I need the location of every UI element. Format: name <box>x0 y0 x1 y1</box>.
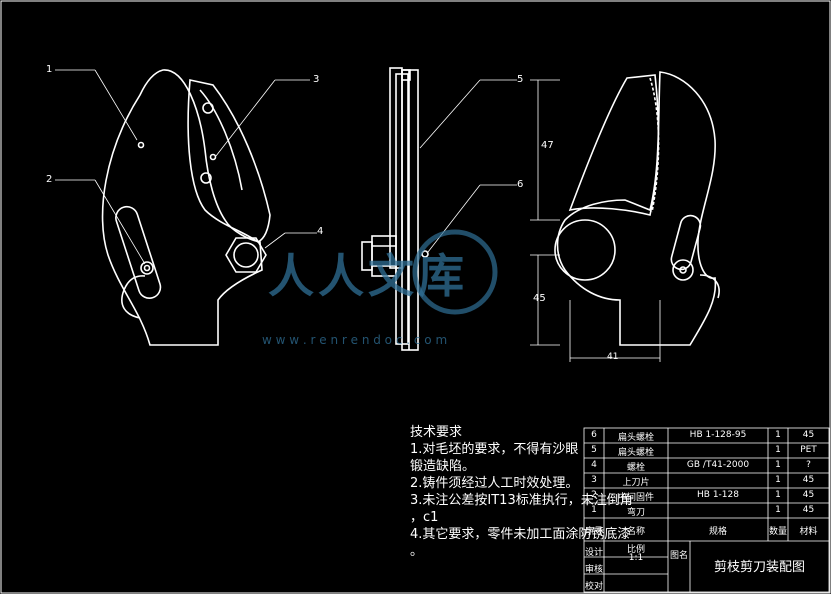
lower-blade-outline <box>101 69 263 346</box>
drawing-title: 剪枝剪刀装配图 <box>713 560 805 575</box>
pivot-pin <box>140 261 154 275</box>
title-block-grid <box>583 427 830 593</box>
bom-name: 扁头螺栓 <box>617 433 654 443</box>
bom-name: 螺栓 <box>626 463 645 473</box>
upper-blade-outline <box>187 79 271 243</box>
tb-drawing-label: 图名 <box>669 551 688 561</box>
tb-scale-label: 比例 <box>626 545 645 555</box>
balloon-5: 5 <box>517 74 524 85</box>
notes-heading: 技术要求 <box>410 425 463 440</box>
watermark-text: 人人文库 <box>268 249 468 303</box>
bom-name: 弯刀 <box>626 508 645 518</box>
bom-name: 上刀片 <box>622 478 650 488</box>
rivet-hole-3 <box>200 172 212 184</box>
bom-qty: 1 <box>775 475 781 485</box>
bom-qty: 1 <box>775 430 781 440</box>
note-line: 4.其它要求，零件未加工面涂防锈底漆 <box>410 527 631 542</box>
bom-material: ? <box>806 460 811 470</box>
tb-row2: 审核 <box>584 565 603 575</box>
watermark-url: w w w . r e n r e n d o c . c o m <box>262 333 448 347</box>
right-pivot-pin <box>672 259 694 281</box>
left-view <box>101 69 271 346</box>
tb-scale: 1:1 <box>628 553 644 563</box>
rivet-hole-2 <box>209 153 217 161</box>
body-side-plate-2 <box>401 69 419 351</box>
bom-no: 1 <box>591 505 597 515</box>
note-line: 锻造缺陷。 <box>410 459 476 474</box>
note-line: ，c1 <box>410 510 439 525</box>
watermark-logo <box>412 229 498 315</box>
bom-header-standard: 规格 <box>708 527 727 537</box>
tb-row3: 校对 <box>584 582 603 592</box>
technical-notes: 技术要求 1.对毛坯的要求，不得有沙眼 锻造缺陷。 2.铸件须经过人工时效处理。… <box>410 424 633 560</box>
right-body-outline <box>556 71 717 346</box>
balloon-4: 4 <box>317 226 324 237</box>
small-hole <box>137 141 145 149</box>
bom-no: 3 <box>591 475 597 485</box>
bom-header-material: 材料 <box>799 527 818 537</box>
right-blade-outline <box>568 74 660 216</box>
bolt-nut <box>361 241 373 271</box>
bom-material: 45 <box>802 430 815 440</box>
bom-qty: 1 <box>775 445 781 455</box>
bom-no: 2 <box>591 490 597 500</box>
balloon-3: 3 <box>313 74 320 85</box>
grip-lobe <box>121 275 146 319</box>
bom-qty: 1 <box>775 490 781 500</box>
dimensions <box>530 79 661 362</box>
bom-no: 5 <box>591 445 597 455</box>
bom-material: 45 <box>802 505 815 515</box>
dim-height-bottom: 45 <box>533 293 546 304</box>
bom-material: PET <box>800 445 817 455</box>
rivet-hole-1 <box>202 102 214 114</box>
side-view <box>361 67 429 351</box>
pivot-circle <box>554 219 616 281</box>
bom-header-qty: 数量 <box>768 527 787 537</box>
note-line: 2.铸件须经过人工时效处理。 <box>410 476 579 491</box>
bom-qty: 1 <box>775 460 781 470</box>
balloon-2: 2 <box>46 174 53 185</box>
note-line: 3.未注公差按IT13标准执行，未注倒角 <box>410 493 633 508</box>
right-view <box>554 71 720 346</box>
bom-material: 45 <box>802 475 815 485</box>
balloon-6: 6 <box>517 179 524 190</box>
serrated-edge <box>649 77 660 213</box>
leaders <box>55 69 517 265</box>
bom-standard: HB 1-128 <box>697 490 739 500</box>
dim-width: 41 <box>607 352 619 362</box>
bom-header-no: 序号 <box>584 527 603 537</box>
note-line: 。 <box>410 544 424 559</box>
bom-standard: GB /T41-2000 <box>686 460 750 470</box>
bom-header-name: 名称 <box>626 527 645 537</box>
bom-no: 6 <box>591 430 597 440</box>
bom-name: 中间固件 <box>617 493 654 503</box>
note-line: 1.对毛坯的要求，不得有沙眼 <box>410 442 579 457</box>
blade-edge <box>199 89 243 191</box>
dim-height-top: 47 <box>541 140 554 151</box>
bom-material: 45 <box>802 490 815 500</box>
right-slot <box>670 214 702 271</box>
slot-outline <box>115 205 162 299</box>
pin-dot <box>421 250 429 258</box>
tb-row1: 设计 <box>584 548 603 558</box>
bom-qty: 1 <box>775 505 781 515</box>
hex-nut <box>225 237 267 273</box>
bom-no: 4 <box>591 460 597 470</box>
bom-standard: HB 1-128-95 <box>689 430 747 440</box>
balloon-1: 1 <box>46 64 53 75</box>
bom-name: 扁头螺栓 <box>617 448 654 458</box>
